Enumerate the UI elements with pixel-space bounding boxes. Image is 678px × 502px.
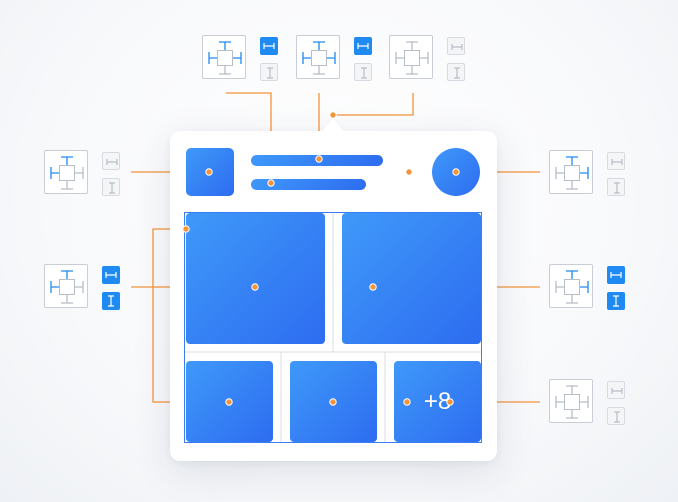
grid-image-small-2[interactable] — [290, 361, 377, 442]
horizontal-resize-icon[interactable] — [354, 37, 372, 55]
vertical-resize-icon[interactable] — [607, 407, 625, 425]
card-pointer — [322, 118, 344, 131]
overflow-count-badge: +8 — [423, 387, 452, 415]
constraint-group-top-center — [296, 35, 374, 83]
subtitle-placeholder-bar — [251, 179, 366, 190]
constraint-group-right-middle — [549, 264, 627, 312]
avatar[interactable] — [432, 148, 480, 196]
constraint-group-left-middle — [44, 264, 122, 312]
grid-image-large-1[interactable] — [186, 213, 325, 344]
constraint-group-top-left — [202, 35, 280, 83]
constraint-box-icon[interactable] — [44, 264, 88, 308]
horizontal-resize-icon[interactable] — [260, 37, 278, 55]
grid-image-small-1[interactable] — [186, 361, 273, 442]
image-grid — [184, 212, 482, 443]
constraint-group-left-top — [44, 150, 122, 198]
horizontal-resize-icon[interactable] — [607, 266, 625, 284]
vertical-resize-icon[interactable] — [607, 292, 625, 310]
vertical-resize-icon[interactable] — [102, 292, 120, 310]
vertical-resize-icon[interactable] — [607, 178, 625, 196]
connector-top-right — [333, 93, 414, 116]
constraint-box-icon[interactable] — [389, 35, 433, 79]
title-placeholder-bar — [251, 155, 383, 166]
constraint-box-icon[interactable] — [44, 150, 88, 194]
constraint-group-right-bottom — [549, 379, 627, 427]
constraint-group-top-right — [389, 35, 467, 83]
horizontal-resize-icon[interactable] — [102, 152, 120, 170]
more-images-tile[interactable]: +8 — [394, 361, 481, 442]
constraint-box-icon[interactable] — [549, 150, 593, 194]
image-thumbnail[interactable] — [186, 148, 234, 196]
horizontal-resize-icon[interactable] — [102, 266, 120, 284]
constraint-box-icon[interactable] — [296, 35, 340, 79]
horizontal-resize-icon[interactable] — [607, 381, 625, 399]
constraint-box-icon[interactable] — [549, 379, 593, 423]
constraint-box-icon[interactable] — [549, 264, 593, 308]
horizontal-resize-icon[interactable] — [447, 37, 465, 55]
constraint-group-right-top — [549, 150, 627, 198]
vertical-resize-icon[interactable] — [260, 63, 278, 81]
grid-image-large-2[interactable] — [342, 213, 481, 344]
vertical-resize-icon[interactable] — [354, 63, 372, 81]
vertical-resize-icon[interactable] — [102, 178, 120, 196]
horizontal-resize-icon[interactable] — [607, 152, 625, 170]
vertical-resize-icon[interactable] — [447, 63, 465, 81]
constraint-box-icon[interactable] — [202, 35, 246, 79]
